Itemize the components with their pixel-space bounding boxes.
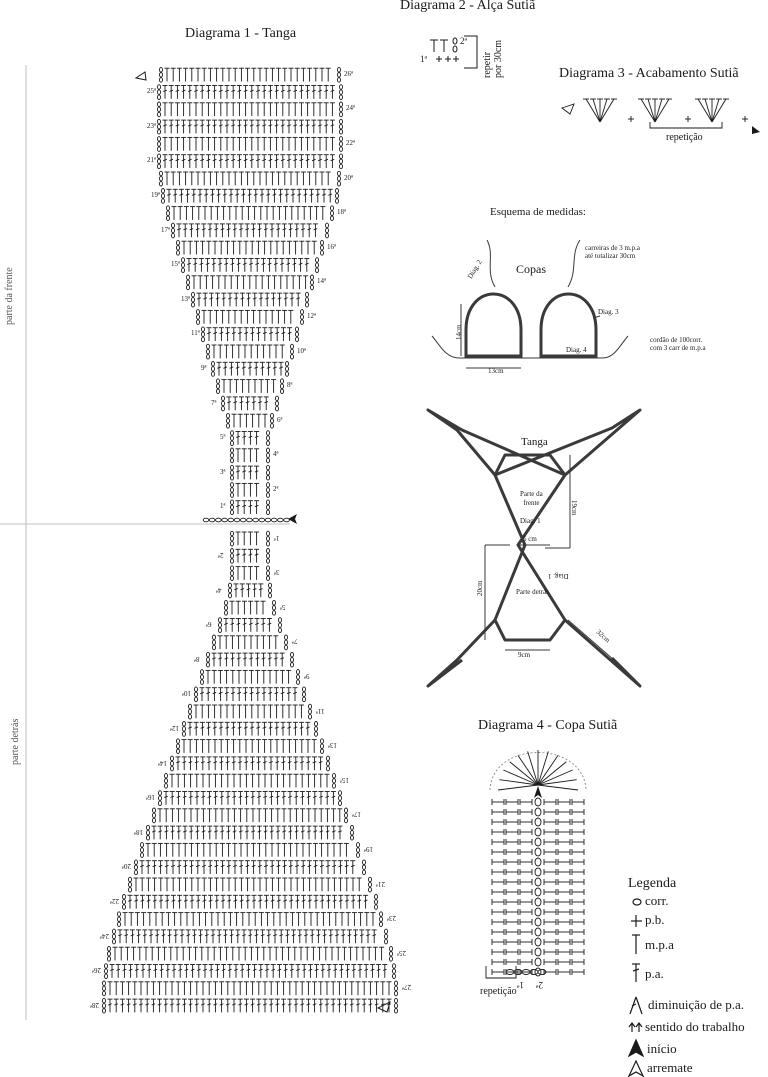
- front-row-label-8: 8ª: [287, 381, 293, 390]
- diagram2-title: Diagrama 2 - Alça Sutiã: [400, 0, 536, 13]
- start-arrow-icon: [627, 1038, 645, 1058]
- decrease-icon: [629, 996, 643, 1015]
- front-row-label-10: 10ª: [297, 346, 306, 355]
- diagram3-repeat-label: repetição: [666, 132, 703, 143]
- diagram3-stitches: [561, 98, 748, 129]
- legend-item-direction: sentido do trabalho: [645, 1019, 745, 1034]
- front-row-label-23: 23ª: [147, 121, 156, 130]
- diagram4-title: Diagrama 4 - Copa Sutiã: [478, 718, 618, 733]
- front-row-label-3: 3ª: [220, 467, 226, 476]
- diagram1-title: Diagrama 1 - Tanga: [185, 26, 297, 41]
- measures-title: Esquema de medidas:: [490, 206, 586, 218]
- start-arrow-icon: [288, 514, 297, 524]
- double-crochet-icon: [632, 963, 640, 982]
- front-row-label-25: 25ª: [147, 87, 156, 96]
- cord-note-line2: com 3 carr de m.p.a: [650, 344, 706, 352]
- legend-item-finish: arremate: [647, 1060, 693, 1075]
- diagram2-row1-label: 1ª: [420, 54, 427, 64]
- chain-icon: [632, 898, 642, 906]
- front-part-label: Parte da frente: [520, 490, 543, 508]
- front-row-label-15: 15ª: [171, 260, 180, 269]
- front-row-label-9: 9ª: [201, 363, 207, 372]
- diagram2-row2-label: 2ª: [460, 36, 467, 46]
- front-part-line2: frente: [523, 499, 540, 507]
- legend-item-double-crochet: p.a.: [645, 966, 664, 981]
- legend-title: Legenda: [628, 876, 677, 891]
- front-row-label-20: 20ª: [344, 173, 353, 182]
- finish-arrow-icon: [376, 1001, 391, 1013]
- diagram4-repeat-label: repetição: [480, 986, 517, 997]
- finish-arrow-top-icon: [134, 71, 147, 81]
- front-row-label-11: 11ª: [191, 329, 200, 338]
- tanga-label: Tanga: [521, 436, 548, 448]
- front-row-label-1: 1ª: [220, 502, 226, 511]
- front-row-label-5: 5ª: [220, 433, 226, 442]
- single-crochet-icon: [631, 915, 642, 927]
- front-part-line1: Parte da: [520, 490, 543, 498]
- front-row-label-19: 19ª: [151, 190, 160, 199]
- cup-diag4-label: Diag. 4: [566, 346, 587, 354]
- legend-item-single-crochet: p.b.: [645, 912, 665, 927]
- direction-arrows-icon: [628, 1022, 643, 1032]
- front-row-label-4: 4ª: [273, 450, 279, 459]
- half-double-crochet-icon: [632, 934, 640, 954]
- legend-item-decrease: diminuição de p.a.: [648, 997, 745, 1012]
- front-row-label-6: 6ª: [277, 415, 283, 424]
- cord-note: cordão de 100corr. com 3 carr de m.p.a: [650, 336, 706, 352]
- w9-label: 9cm: [518, 651, 531, 659]
- front-row-label-12: 12ª: [307, 312, 316, 321]
- tanga-stitches: [102, 66, 398, 1014]
- straps-note-line1: carreiras de 3 m.p.a: [585, 244, 640, 252]
- diagram3-title: Diagrama 3 - Acabamento Sutiã: [559, 66, 739, 81]
- legend-item-start: início: [647, 1041, 677, 1056]
- front-row-label-7: 7ª: [211, 398, 217, 407]
- front-row-label-24: 24ª: [346, 104, 355, 113]
- cord-note-line1: cordão de 100corr.: [650, 336, 703, 344]
- legend-item-half-double: m.p.a: [645, 937, 674, 952]
- front-row-label-14: 14ª: [317, 277, 326, 286]
- front-row-label-13: 13ª: [181, 294, 190, 303]
- front-row-label-22: 22ª: [346, 139, 355, 148]
- straps-note: carreiras de 3 m.p.a até totalizar 30cm: [585, 244, 640, 260]
- cups-label: Copas: [516, 262, 546, 276]
- five-cm-label: 5 cm: [523, 535, 537, 543]
- front-row-label-16: 16ª: [327, 242, 336, 251]
- front-row-label-21: 21ª: [147, 156, 156, 165]
- tanga-diag1-label: Diag. 1: [520, 517, 541, 525]
- cup-diag3-label: Diag. 3: [598, 308, 619, 316]
- diagram4-stitches: [485, 750, 587, 979]
- cup-width-label: 13cm: [488, 367, 504, 375]
- front-row-label-2: 2ª: [273, 485, 279, 494]
- front-row-label-17: 17ª: [161, 225, 170, 234]
- straps-note-line2: até totalizar 30cm: [585, 252, 636, 260]
- front-row-label-26: 26ª: [344, 69, 353, 78]
- back-part-label: Parte detrás: [516, 588, 549, 596]
- legend-item-chain: corr.: [645, 893, 669, 908]
- front-row-label-18: 18ª: [337, 208, 346, 217]
- finish-arrow-icon: [627, 1059, 645, 1077]
